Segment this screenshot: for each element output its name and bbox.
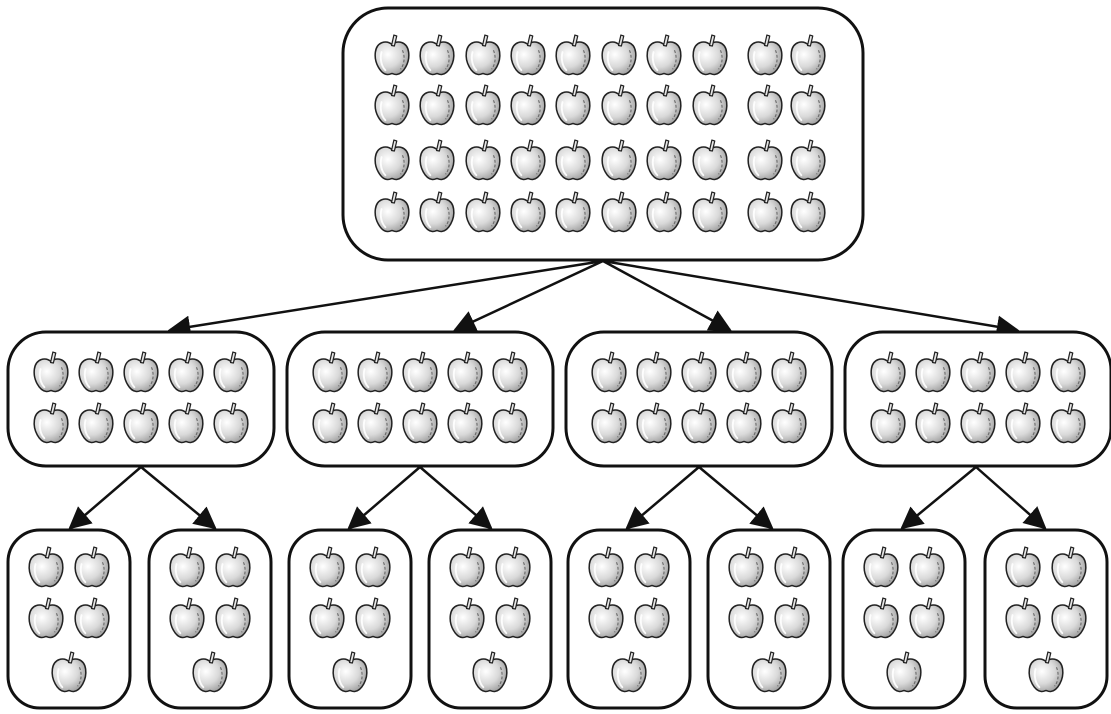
level1-to-level2-arrow [699,467,772,528]
level2-group-box [8,530,130,708]
root-to-level1-arrow [170,261,603,330]
level1-to-level2-arrow [349,467,420,528]
level2-group-box [429,530,551,708]
level2-group-box [985,530,1107,708]
level2-group-box [843,530,965,708]
level1-group-box [287,332,553,466]
level1-to-level2-arrow [976,467,1045,528]
root-box-outline [343,8,863,260]
level1-group-box [845,332,1111,466]
level2-group-box [568,530,690,708]
level2-group-box [149,530,271,708]
level1-to-level2-arrow [70,467,141,528]
level2-group-box [708,530,830,708]
root-to-level1-arrow [455,261,603,330]
level1-group-box [566,332,832,466]
level1-to-level2-arrow [141,467,215,528]
level1-to-level2-arrow [902,467,976,528]
level2-group-box [289,530,411,708]
level1-group-box [8,332,274,466]
level1-to-level2-arrow [627,467,699,528]
level1-to-level2-arrow [420,467,491,528]
root-group-box [343,8,863,260]
